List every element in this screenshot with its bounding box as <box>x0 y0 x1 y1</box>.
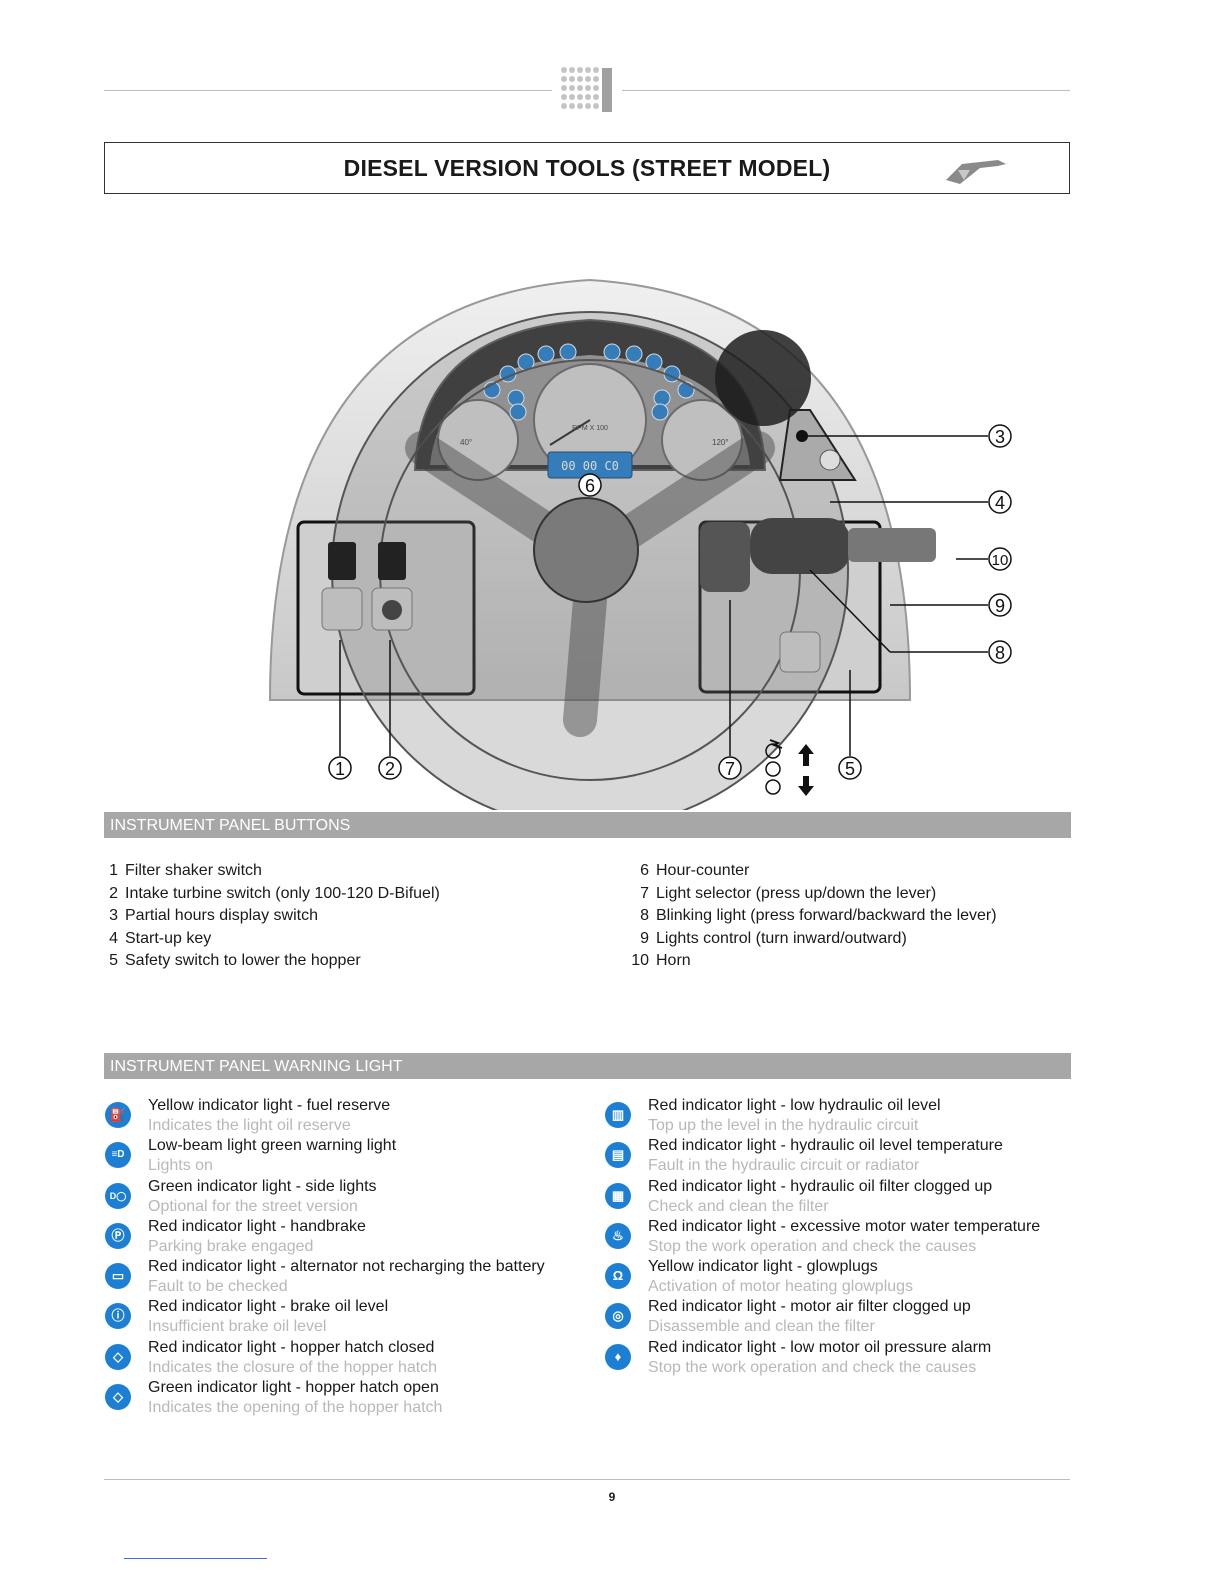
header-rule-left <box>104 90 552 91</box>
svg-text:5: 5 <box>845 759 855 779</box>
callout-6: 6 <box>578 473 602 497</box>
svg-text:10: 10 <box>992 552 1009 569</box>
list-item: ◇Red indicator light - hopper hatch clos… <box>105 1339 585 1379</box>
fuel-nozzle-icon <box>946 160 1006 184</box>
instrument-panel-diagram: RPM X 100 40° 120° 00 00 C0 1 2 3 4 5 6 <box>268 278 1012 810</box>
hopper-closed-icon: ◇ <box>105 1343 131 1370</box>
battery-icon: ▭ <box>105 1263 131 1290</box>
water-temp-icon: ♨ <box>605 1222 631 1249</box>
svg-text:3: 3 <box>995 427 1005 447</box>
svg-text:2: 2 <box>385 759 395 779</box>
hydraulic-temp-icon: ▤ <box>605 1142 631 1169</box>
title-box: DIESEL VERSION TOOLS (STREET MODEL) <box>104 142 1070 194</box>
callout-2: 2 <box>378 756 402 780</box>
callout-3: 3 <box>988 424 1012 448</box>
temp-low-label: 40° <box>460 438 472 447</box>
brake-oil-icon: ⓘ <box>105 1303 131 1330</box>
callout-8: 8 <box>988 640 1012 664</box>
header-rule-right <box>622 90 1070 91</box>
rpm-unit-label: RPM X 100 <box>572 425 608 432</box>
svg-text:1: 1 <box>335 759 345 779</box>
svg-text:9: 9 <box>995 596 1005 616</box>
buttons-section-heading: INSTRUMENT PANEL BUTTONS <box>104 812 1071 838</box>
callout-9: 9 <box>988 593 1012 617</box>
list-item: ♦Red indicator light - low motor oil pre… <box>605 1339 1075 1379</box>
warning-list-right: ▥Red indicator light - low hydraulic oil… <box>605 1097 1075 1379</box>
svg-text:4: 4 <box>995 493 1005 513</box>
callout-5: 5 <box>838 756 862 780</box>
svg-text:7: 7 <box>725 759 735 779</box>
air-filter-icon: ◎ <box>605 1303 631 1330</box>
list-item: ◇Green indicator light - hopper hatch op… <box>105 1379 585 1419</box>
callout-4: 4 <box>988 490 1012 514</box>
callout-1: 1 <box>328 756 352 780</box>
low-beam-icon: ≡D <box>105 1142 131 1169</box>
hopper-open-icon: ◇ <box>105 1384 131 1411</box>
hydraulic-filter-icon: ▦ <box>605 1182 631 1209</box>
list-item: ▭Red indicator light - alternator not re… <box>105 1258 585 1298</box>
oil-pressure-icon: ♦ <box>605 1343 631 1370</box>
page-title: DIESEL VERSION TOOLS (STREET MODEL) <box>343 155 831 181</box>
footer-rule <box>104 1479 1070 1480</box>
hour-counter-text: 00 00 C0 <box>561 459 619 473</box>
dot-grid-logo <box>561 67 612 112</box>
svg-text:8: 8 <box>995 643 1005 663</box>
temp-high-label: 120° <box>712 438 729 447</box>
callout-7: 7 <box>718 756 742 780</box>
footer-blue-rule <box>124 1558 267 1559</box>
glowplug-icon: Ω <box>605 1263 631 1290</box>
list-item: ◎Red indicator light - motor air filter … <box>605 1298 1075 1338</box>
callout-10: 10 <box>988 547 1012 571</box>
warning-section-heading: INSTRUMENT PANEL WARNING LIGHT <box>104 1053 1071 1079</box>
fuel-pump-icon: ⛽ <box>105 1102 131 1128</box>
list-item: ♨Red indicator light - excessive motor w… <box>605 1218 1075 1258</box>
handbrake-icon: Ⓟ <box>105 1222 131 1249</box>
hydraulic-level-icon: ▥ <box>605 1102 631 1128</box>
svg-text:6: 6 <box>585 476 595 496</box>
side-lights-icon: D◯ <box>105 1182 131 1209</box>
list-item: ▤Red indicator light - hydraulic oil lev… <box>605 1137 1075 1177</box>
callouts: 1 2 3 4 5 6 7 8 9 10 <box>328 424 1012 780</box>
page-number: 9 <box>608 1490 616 1504</box>
list-item: ▦Red indicator light - hydraulic oil fil… <box>605 1178 1075 1218</box>
light-selector-symbols <box>765 739 814 796</box>
list-item: ▥Red indicator light - low hydraulic oil… <box>605 1097 1075 1137</box>
